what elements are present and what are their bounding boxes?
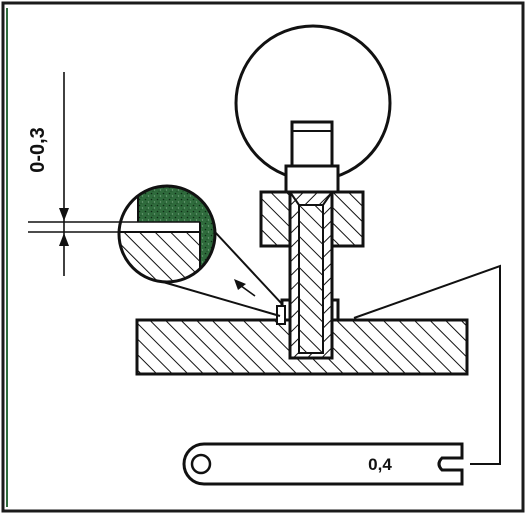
clearance-dimension xyxy=(28,72,200,276)
magnified-detail xyxy=(117,184,217,284)
gauge-leader xyxy=(353,264,501,465)
gauge-hole xyxy=(190,453,212,475)
clearance-label: 0-0,3 xyxy=(27,127,49,173)
detail-leader xyxy=(162,231,283,317)
feeler-gauge-label: 0,4 xyxy=(368,455,392,474)
pin-shaft xyxy=(280,190,340,360)
feeler-gauge xyxy=(182,442,464,486)
threaded-stud xyxy=(284,120,340,194)
